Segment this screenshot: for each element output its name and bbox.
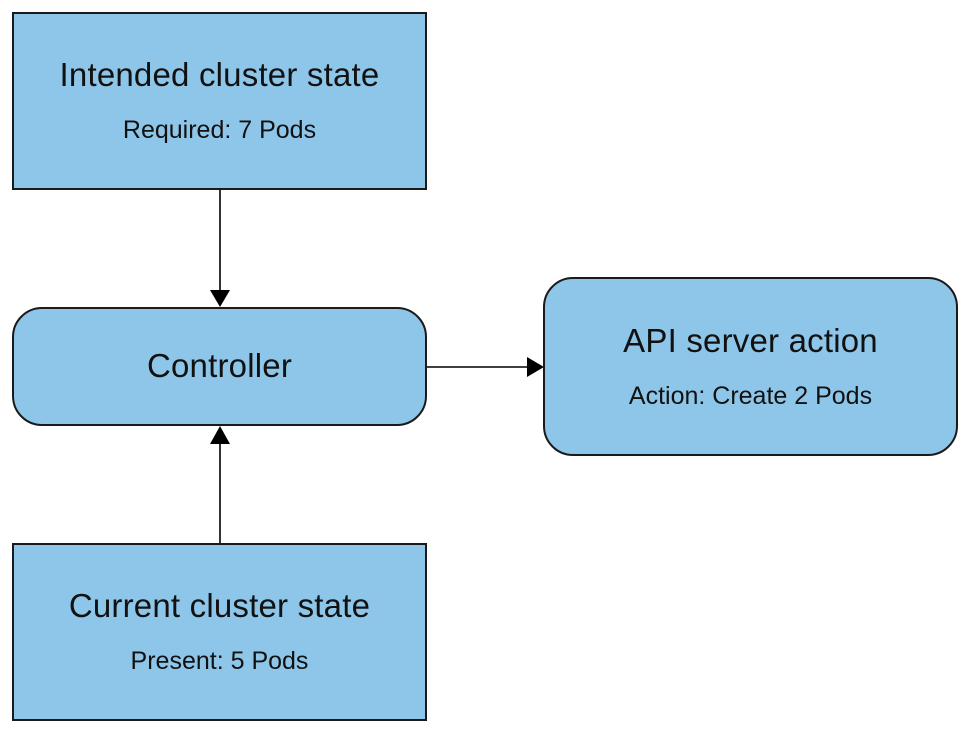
current-state-present: Present: 5 Pods — [130, 647, 309, 676]
api-action-detail: Action: Create 2 Pods — [628, 381, 873, 410]
controller-title: Controller — [146, 347, 293, 385]
controller-box: Controller — [12, 307, 427, 426]
arrowhead-into-api — [527, 357, 544, 377]
intended-state-title: Intended cluster state — [59, 56, 380, 94]
arrowhead-into-controller-top — [210, 290, 230, 307]
api-action-title: API server action — [623, 321, 878, 359]
current-state-title: Current cluster state — [68, 587, 371, 625]
intended-cluster-state-box: Intended cluster state Required: 7 Pods — [12, 12, 427, 190]
api-server-action-box: API server action Action: Create 2 Pods — [543, 277, 958, 456]
arrowhead-into-controller-bottom — [210, 426, 230, 444]
current-cluster-state-box: Current cluster state Present: 5 Pods — [12, 543, 427, 721]
intended-state-requirement: Required: 7 Pods — [122, 116, 317, 145]
